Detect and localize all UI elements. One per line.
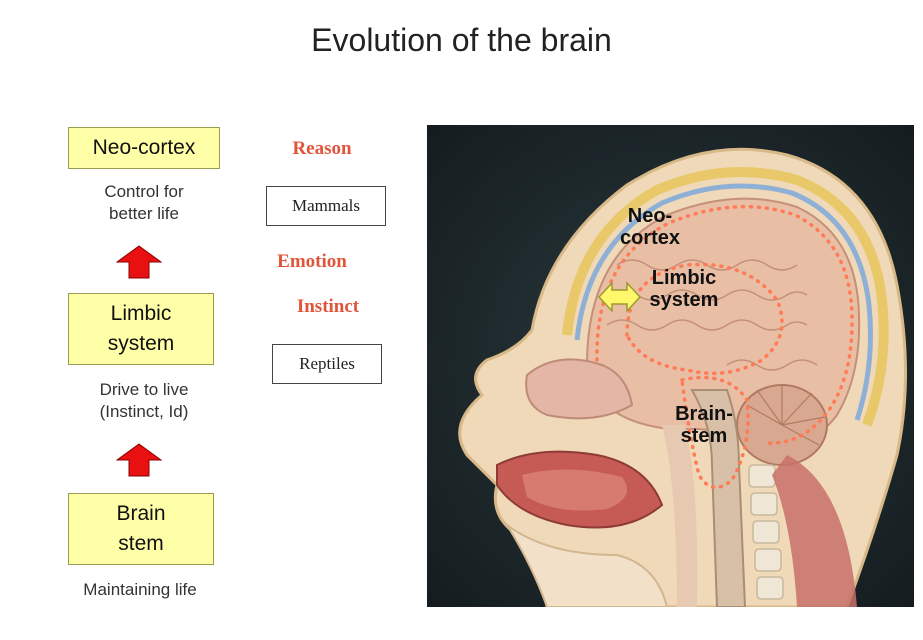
head-cross-section-image: Neo- cortex Limbic system Brain- stem [427,125,914,607]
limbic-description: Drive to live (Instinct, Id) [60,379,228,423]
reptiles-box: Reptiles [272,344,382,384]
neo-cortex-desc-line1: Control for [60,181,228,203]
photo-label-brainstem-line2: stem [659,425,749,447]
limbic-system-box: Limbic system [68,293,214,365]
instinct-label: Instinct [268,296,388,318]
neo-cortex-label: Neo-cortex [93,133,196,163]
photo-label-brainstem: Brain- stem [659,403,749,447]
arrow-up-icon [116,245,162,279]
brain-stem-box: Brain stem [68,493,214,565]
reason-label: Reason [262,138,382,160]
brain-stem-label-line1: Brain [116,499,165,529]
photo-label-limbic: Limbic system [639,267,729,311]
head-cross-section-drawing [427,125,914,607]
emotion-label: Emotion [252,251,372,273]
photo-label-neocortex-line2: cortex [605,227,695,249]
mammals-box: Mammals [266,186,386,226]
limbic-desc-line1: Drive to live [60,379,228,401]
brain-stem-label-line2: stem [118,529,164,559]
photo-label-limbic-line2: system [639,289,729,311]
limbic-desc-line2: (Instinct, Id) [60,401,228,423]
neo-cortex-description: Control for better life [60,181,228,225]
arrow-up-icon [116,443,162,477]
limbic-label-line2: system [108,329,175,359]
page-title: Evolution of the brain [0,22,923,59]
neo-cortex-box: Neo-cortex [68,127,220,169]
photo-label-neocortex: Neo- cortex [605,205,695,249]
photo-label-limbic-line1: Limbic [639,267,729,289]
photo-label-neocortex-line1: Neo- [605,205,695,227]
photo-label-brainstem-line1: Brain- [659,403,749,425]
brain-stem-description: Maintaining life [50,579,230,601]
neo-cortex-desc-line2: better life [60,203,228,225]
limbic-label-line1: Limbic [111,299,172,329]
